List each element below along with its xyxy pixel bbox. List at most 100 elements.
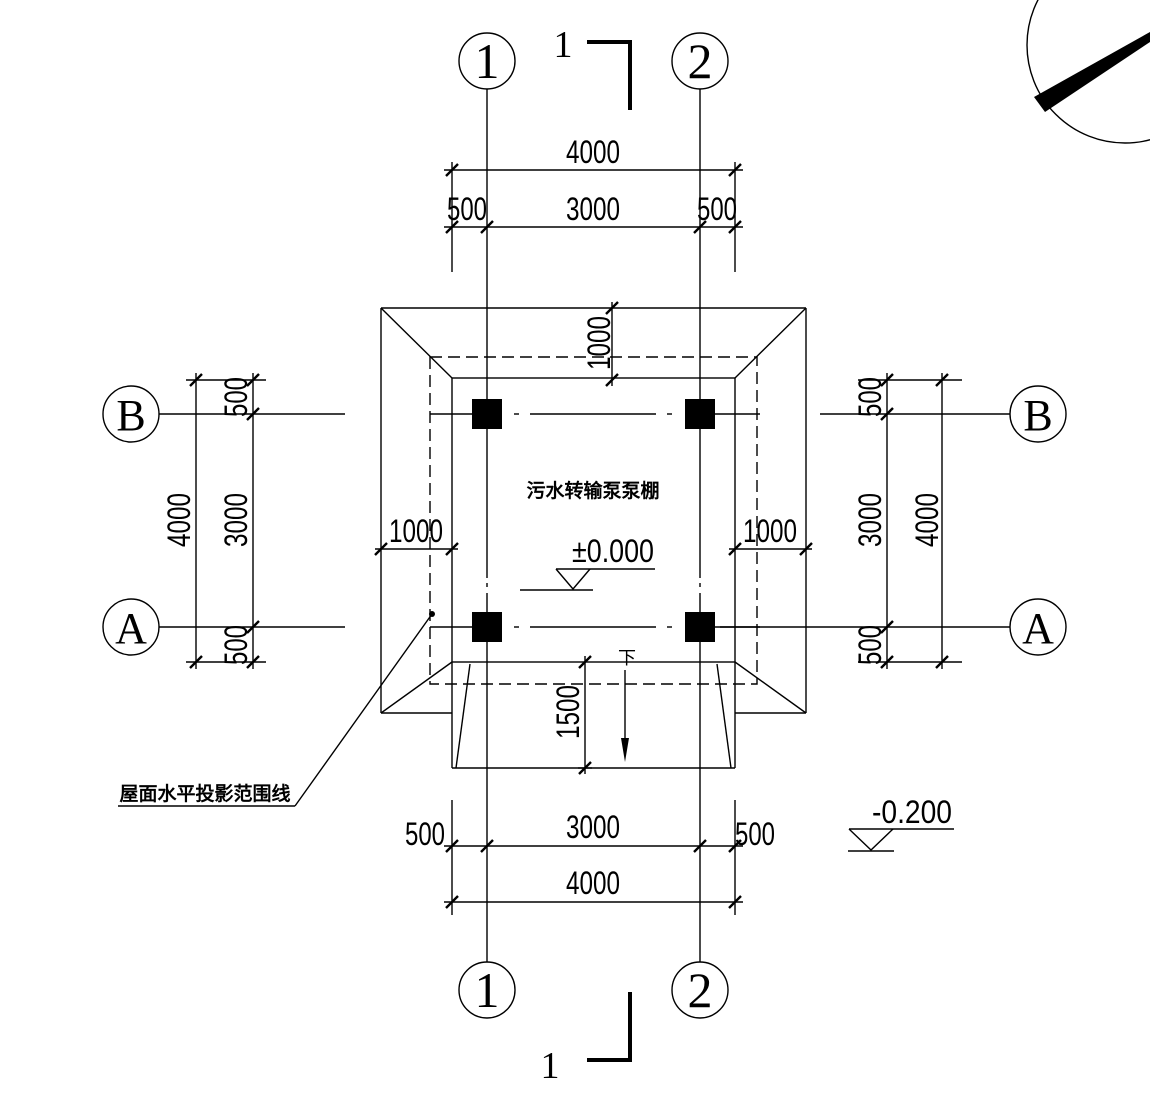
- dimension-tick: [880, 373, 894, 387]
- dimension-text-bottom-segment: 500: [405, 816, 445, 852]
- roof-projection-leader: 屋面水平投影范围线: [118, 611, 435, 807]
- axis-bubble-right-a: A: [1009, 598, 1067, 656]
- roof-outline: [380, 307, 807, 714]
- roof-hip-line: [380, 307, 453, 379]
- ramp-direction-text: 下: [618, 648, 636, 669]
- floor-elevation-text: ±0.000: [572, 533, 654, 569]
- dimension-text-bottom-segment: 500: [735, 816, 775, 852]
- dimension-tick: [445, 542, 459, 556]
- roof-projection-label: 屋面水平投影范围线: [119, 782, 290, 805]
- dimension-tick: [445, 163, 459, 177]
- leader-dot: [429, 611, 435, 617]
- grid-lines: [159, 89, 1010, 962]
- axis-bubble-label: 1: [475, 33, 500, 89]
- dimension-text-top-segment: 500: [697, 191, 737, 227]
- arrow-head-icon: [621, 738, 629, 762]
- ramp-direction-arrow: 下: [618, 648, 636, 762]
- dimension-texts: 4000 500 3000 500 500 3000 500 4000 4000…: [161, 134, 945, 901]
- roof-hip-line: [734, 661, 807, 714]
- north-arrow: [1026, 0, 1150, 144]
- wall-outline: [451, 377, 736, 663]
- axis-bubble-top-1: 1: [458, 32, 516, 90]
- section-mark-bottom: 1: [541, 992, 632, 1087]
- dimension-tick: [728, 220, 742, 234]
- column: [472, 399, 502, 429]
- axis-bubble-circle: [102, 598, 160, 656]
- dimension-tick: [246, 620, 260, 634]
- axis-bubble-label: A: [1022, 604, 1054, 653]
- dimension-tick: [445, 220, 459, 234]
- dimension-tick: [693, 839, 707, 853]
- dimension-text-left-segment: 500: [218, 625, 254, 665]
- section-mark-bottom-label: 1: [541, 1045, 560, 1087]
- dimension-tick: [605, 373, 619, 387]
- elevation-triangle: [555, 568, 591, 591]
- columns: [472, 399, 715, 642]
- dimension-tick: [728, 542, 742, 556]
- dimension-tick: [935, 655, 949, 669]
- dimension-tick: [880, 620, 894, 634]
- dimension-text-top-segment: 3000: [566, 191, 620, 227]
- axis-bubble-label: B: [116, 391, 145, 440]
- axis-bubble-label: A: [115, 604, 147, 653]
- dimension-tick: [728, 895, 742, 909]
- ramp: [451, 662, 736, 769]
- dimension-tick: [935, 373, 949, 387]
- axis-bubble-circle: [671, 32, 729, 90]
- axis-bubble-circle: [1009, 385, 1067, 443]
- dimension-text-bottom-overall: 4000: [566, 865, 620, 901]
- ground-elevation-text: -0.200: [872, 794, 952, 830]
- dimension-text-eave-right: 1000: [743, 513, 797, 549]
- dimension-text-right-segment: 500: [852, 625, 888, 665]
- room-name: 污水转输泵泵棚: [526, 479, 659, 502]
- axis-bubble-circle: [102, 385, 160, 443]
- dimension-text-top-overall: 4000: [566, 134, 620, 170]
- north-arrow-pointer: [1034, 32, 1150, 112]
- dimension-text-right-overall: 4000: [909, 493, 945, 547]
- axis-bubble-circle: [458, 32, 516, 90]
- column: [685, 612, 715, 642]
- dimension-tick: [693, 220, 707, 234]
- dimension-tick: [880, 655, 894, 669]
- dimension-text-left-segment: 500: [218, 377, 254, 417]
- dimension-tick: [374, 542, 388, 556]
- wall-rectangle: [451, 377, 736, 663]
- dimension-tick: [728, 163, 742, 177]
- dimension-tick: [880, 407, 894, 421]
- dimension-text-left-overall: 4000: [161, 493, 197, 547]
- axis-bubble-circle: [671, 961, 729, 1019]
- dimension-tick: [189, 373, 203, 387]
- floor-elevation-mark: ±0.000: [520, 533, 655, 591]
- dimension-text-right-segment: 3000: [852, 493, 888, 547]
- dimension-text-right-segment: 500: [852, 377, 888, 417]
- dimension-tick: [189, 655, 203, 669]
- dimension-text-top-segment: 500: [447, 191, 487, 227]
- dimension-text-left-segment: 3000: [218, 493, 254, 547]
- dimension-ticks: [189, 163, 949, 909]
- dimension-tick: [445, 895, 459, 909]
- axis-bubble-top-2: 2: [671, 32, 729, 90]
- elevation-triangle: [848, 828, 894, 851]
- axis-bubble-label: 1: [475, 962, 500, 1018]
- dimension-text-eave-left: 1000: [389, 513, 443, 549]
- axis-bubble-right-b: B: [1009, 385, 1067, 443]
- ramp-side-slope: [455, 663, 471, 769]
- dimension-tick: [246, 655, 260, 669]
- section-mark-bottom-line: [587, 992, 632, 1062]
- dimension-text-ramp: 1500: [550, 685, 586, 739]
- ramp-side-slope: [716, 663, 732, 769]
- dimension-tick: [480, 839, 494, 853]
- dimension-tick: [480, 220, 494, 234]
- axis-bubble-label: 2: [688, 962, 713, 1018]
- section-mark-top-line: [587, 40, 632, 110]
- roof-projection-line: [429, 356, 758, 685]
- dimension-tick: [728, 839, 742, 853]
- section-mark-top: 1: [554, 24, 632, 110]
- axis-bubble-label: 2: [688, 33, 713, 89]
- dimension-tick: [799, 542, 813, 556]
- dimension-tick: [605, 301, 619, 315]
- section-mark-top-label: 1: [554, 24, 573, 66]
- axis-bubble-circle: [458, 961, 516, 1019]
- ground-elevation-mark: -0.200: [848, 794, 954, 852]
